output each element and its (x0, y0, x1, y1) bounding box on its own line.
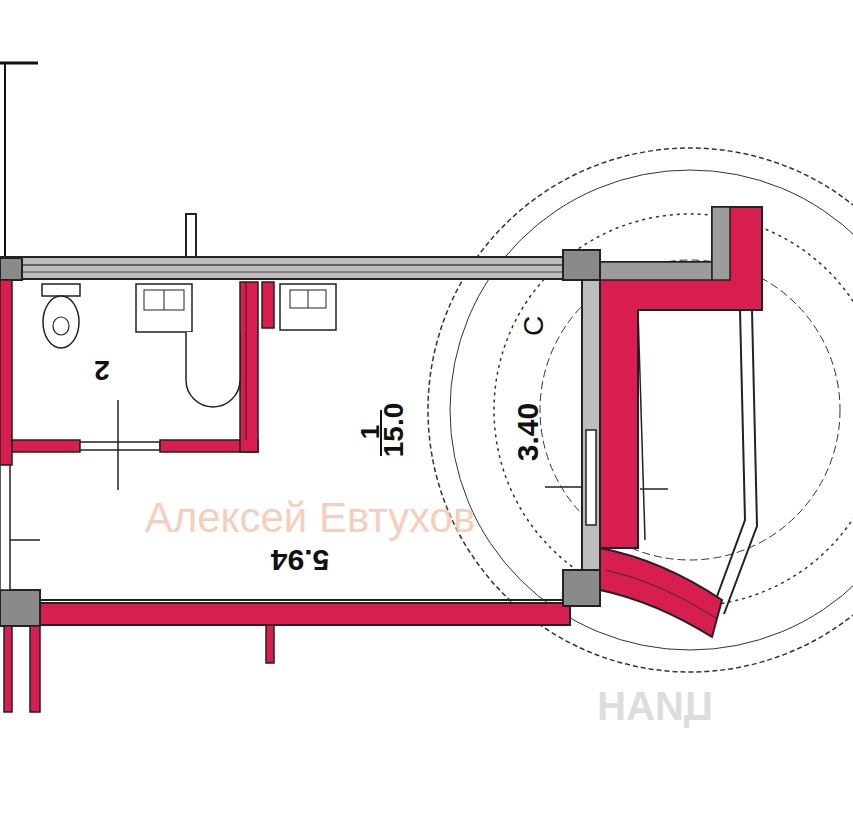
dimension: 3.40 (513, 403, 543, 461)
watermark: ЦИАН (597, 686, 713, 726)
room-label: 15.0 (380, 403, 408, 458)
stamp-letter: С (520, 316, 548, 336)
dimension: 5.94 (271, 545, 329, 575)
stamp (428, 148, 853, 672)
watermark: Алексей Евтухов (145, 497, 476, 539)
bathroom: 2 (20, 282, 238, 438)
room-label: 2 (94, 356, 110, 384)
